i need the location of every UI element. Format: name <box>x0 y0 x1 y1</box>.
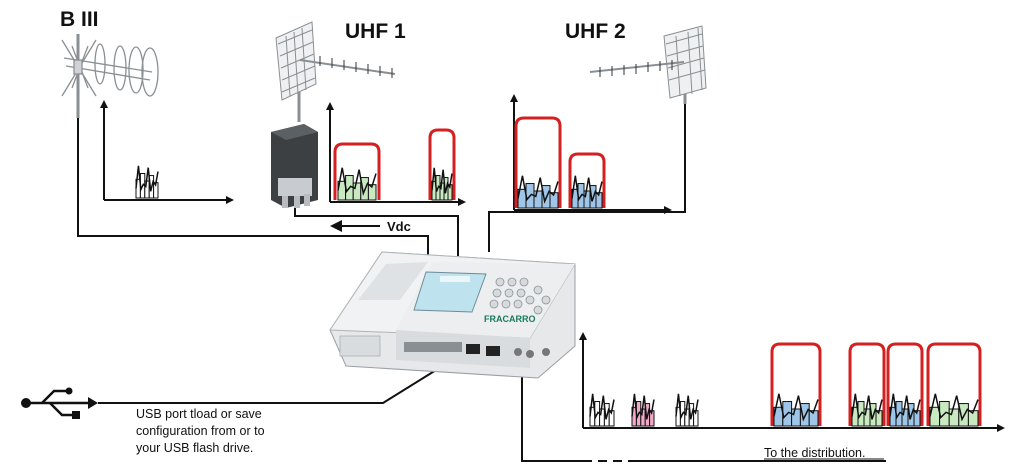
spectrum-output-channel-spikes <box>851 393 883 420</box>
spectrum-uhf1-channel-spikes <box>337 167 377 196</box>
usb-line <box>98 361 450 404</box>
spectrum-output-y-arrow <box>579 332 587 340</box>
uhf2-feed-line <box>488 100 686 252</box>
spectrum-output-channel-block <box>791 408 801 427</box>
band-label-uhf1: UHF 1 <box>345 20 406 43</box>
usb-icon <box>21 387 98 419</box>
programmable-headend-icon: FRACARRO <box>329 251 576 379</box>
spectrum-b3-x-arrow <box>226 196 234 204</box>
usb-caption-line2: configuration from or to <box>136 424 265 438</box>
spectrum-b3-y-arrow <box>100 100 108 108</box>
spectrum-uhf2-group2-envelope <box>568 152 606 208</box>
spectrum-uhf1-y-arrow <box>326 102 334 110</box>
spectrum-output-channel-spikes <box>889 393 921 420</box>
spectrum-output-channel-block <box>863 408 871 427</box>
spectrum-output-channel-spikes <box>589 393 615 421</box>
yagi-antenna-icon <box>61 34 159 118</box>
connection-lines <box>77 100 886 462</box>
spectrum-output-channel-spikes <box>929 393 979 422</box>
b3-feed-line <box>77 100 429 258</box>
spectrum-uhf2-channel-spikes <box>571 175 603 202</box>
spectrum-output-group1-envelope <box>770 342 822 426</box>
spectrum-output-channel-spikes <box>631 393 655 421</box>
uhf1-feed-line <box>294 208 459 256</box>
grid-antenna-icon <box>589 25 707 104</box>
spectrum-uhf2-channel-block <box>583 190 591 209</box>
spectrum-uhf1-x-arrow <box>458 198 466 206</box>
spectrum-b3-channel-spikes <box>135 165 159 193</box>
band-label-b3: B III <box>60 8 99 31</box>
spectrum-uhf2-channel-spikes <box>517 175 559 204</box>
vdc-label: Vdc <box>387 219 411 234</box>
spectrum-uhf1-single-envelope <box>428 128 456 200</box>
spectrum-uhf2-channel-block <box>533 190 543 209</box>
spectrum-output-group2-envelope <box>848 342 886 426</box>
spectrum-uhf1-channel-spikes <box>431 167 453 194</box>
distribution-line <box>521 368 592 462</box>
headend-brand-label: FRACARRO <box>484 314 536 324</box>
spectrum-output-channel-block <box>599 408 605 427</box>
spectrum-output-channel-block <box>948 408 960 427</box>
spectrum-uhf1-channel-block <box>352 182 362 201</box>
spectrum-uhf2-x-arrow <box>664 206 672 214</box>
mast-amplifier-icon <box>271 124 318 208</box>
band-label-uhf2: UHF 2 <box>565 20 626 43</box>
spectrum-output-x-arrow <box>997 424 1005 432</box>
distribution-label: To the distribution. <box>764 446 865 460</box>
spectrum-output-channel-spikes <box>773 393 819 422</box>
usb-caption-line1: USB port tload or save <box>136 407 262 421</box>
spectrum-output-channel-spikes <box>675 393 699 421</box>
spectrum-output-group3-envelope <box>886 342 924 426</box>
spectrum-uhf2-group-envelope <box>514 116 562 208</box>
spectrum-output-group4-envelope <box>926 342 982 426</box>
spectra <box>100 94 1005 432</box>
grid-antenna-icon <box>275 21 396 122</box>
spectrum-uhf2-y-arrow <box>510 94 518 102</box>
spectrum-uhf1-group-envelope <box>333 142 381 200</box>
vdc-arrow <box>330 220 380 232</box>
usb-caption-line3: your USB flash drive. <box>136 441 253 455</box>
spectrum-output-channel-block <box>901 408 909 427</box>
